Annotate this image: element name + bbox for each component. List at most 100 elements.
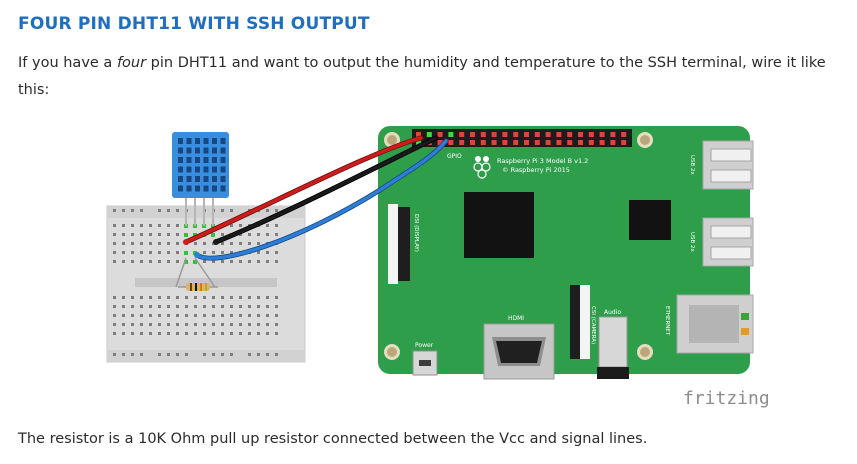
gpio-pin xyxy=(556,132,562,137)
breadboard-hole xyxy=(239,242,242,245)
gpio-pin xyxy=(545,140,551,145)
gpio-pin xyxy=(502,132,508,137)
sensor-vent xyxy=(203,147,209,154)
breadboard-hole xyxy=(167,251,170,254)
sensor-vent xyxy=(212,176,217,182)
breadboard-hole xyxy=(203,305,206,308)
gpio-pin xyxy=(621,132,627,137)
breadboard-hole xyxy=(194,305,197,308)
ground-wire xyxy=(214,136,438,244)
sensor-vent xyxy=(220,176,226,182)
intro-paragraph: If you have a four pin DHT11 and want to… xyxy=(18,50,848,104)
breadboard-hole xyxy=(122,233,125,236)
breadboard-hole xyxy=(140,314,143,317)
sensor-vent xyxy=(203,176,209,182)
sensor-vent xyxy=(203,166,209,173)
breadboard-hole xyxy=(275,353,278,356)
breadboard-hole xyxy=(176,353,179,356)
gpio-pin xyxy=(448,132,454,137)
gpio-pin xyxy=(578,140,583,145)
gpio-pin xyxy=(545,132,551,137)
breadboard-hole xyxy=(266,233,269,236)
breadboard-hole xyxy=(167,242,170,245)
gpio-pin xyxy=(610,140,616,145)
sensor-vent xyxy=(203,157,209,163)
gpio-pin xyxy=(491,132,497,137)
breadboard-hole xyxy=(266,332,269,335)
breadboard-hole xyxy=(167,296,170,299)
gpio-pin xyxy=(513,140,519,145)
breadboard-hole xyxy=(131,224,134,227)
breadboard-hole xyxy=(212,260,215,263)
breadboard-hole xyxy=(113,332,116,335)
breadboard-hole xyxy=(194,323,197,326)
breadboard-hole xyxy=(212,332,215,335)
breadboard-hole xyxy=(140,251,143,254)
breadboard-hole xyxy=(275,305,278,308)
intro-text-before: If you have a xyxy=(18,55,117,71)
cpu-chip xyxy=(464,192,534,258)
gpio-pin xyxy=(459,140,465,145)
gpio-pin xyxy=(426,132,432,137)
board-copyright: © Raspberry Pi 2015 xyxy=(502,166,570,174)
intro-text-after: pin DHT11 and want to output the humidit… xyxy=(18,55,826,98)
breadboard-hole xyxy=(140,233,143,236)
gpio-pin xyxy=(459,132,465,137)
sensor-vent xyxy=(220,147,226,154)
breadboard-hole xyxy=(176,332,179,335)
sensor-vent xyxy=(186,147,192,154)
breadboard-hole xyxy=(158,209,161,212)
sensor-vent xyxy=(212,157,217,163)
breadboard-hole xyxy=(167,353,170,356)
sensor-vent xyxy=(195,138,200,144)
breadboard-hole xyxy=(113,353,116,356)
breadboard-hole xyxy=(149,251,152,254)
breadboard-hole xyxy=(149,224,152,227)
sensor-vent xyxy=(178,185,183,192)
gpio-pin xyxy=(448,140,454,145)
breadboard-hole xyxy=(140,242,143,245)
breadboard-hole xyxy=(167,233,170,236)
gpio-pin xyxy=(480,140,486,145)
gpio-pin xyxy=(502,140,508,145)
breadboard-hole xyxy=(230,323,233,326)
sensor-vent xyxy=(195,147,200,154)
breadboard-hole xyxy=(266,296,269,299)
sensor-vent xyxy=(195,176,200,182)
sensor-vent xyxy=(178,166,183,173)
breadboard-hole xyxy=(239,332,242,335)
breadboard-hole xyxy=(167,305,170,308)
breadboard-hole xyxy=(230,224,233,227)
breadboard-hole xyxy=(113,323,116,326)
breadboard-hole xyxy=(176,233,179,236)
ethernet-port xyxy=(676,294,754,354)
breadboard-hole xyxy=(131,323,134,326)
usb-label-2: USB 2x xyxy=(689,232,695,253)
breadboard-hole xyxy=(185,353,188,356)
fritzing-watermark: fritzing xyxy=(683,388,770,409)
breadboard-hole xyxy=(230,209,233,212)
gpio-pin xyxy=(588,140,594,145)
breadboard-hole xyxy=(122,332,125,335)
sensor-vent xyxy=(203,185,209,192)
breadboard-hole xyxy=(185,314,188,317)
breadboard-hole xyxy=(194,296,197,299)
usb-controller-chip xyxy=(629,200,671,240)
breadboard-hole xyxy=(185,332,188,335)
breadboard-hole xyxy=(221,332,224,335)
breadboard-hole xyxy=(221,209,224,212)
breadboard-hole xyxy=(230,305,233,308)
sensor-vent xyxy=(220,185,226,192)
sensor-vent xyxy=(178,138,183,144)
breadboard-hole xyxy=(158,296,161,299)
breadboard-hole xyxy=(122,353,125,356)
breadboard-hole xyxy=(158,332,161,335)
breadboard-hole xyxy=(230,332,233,335)
breadboard-hole xyxy=(212,323,215,326)
breadboard-hole xyxy=(248,242,251,245)
vcc-wire xyxy=(184,136,423,244)
breadboard-hole xyxy=(149,323,152,326)
sensor-vent xyxy=(186,166,192,173)
sensor-vent xyxy=(212,138,217,144)
gpio-pin xyxy=(578,132,583,137)
